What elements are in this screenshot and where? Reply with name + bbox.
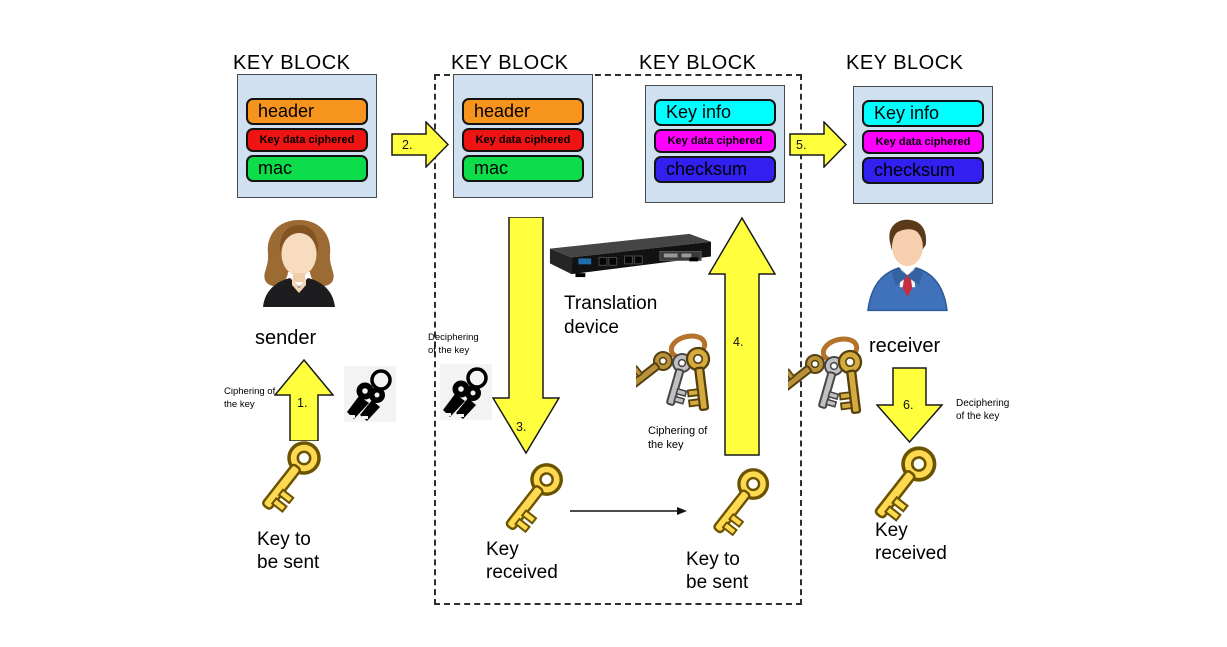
key-received-device-label: Key received [486, 539, 558, 583]
key-received-device-icon [496, 460, 570, 538]
translation-device-label: Translation device [564, 293, 658, 338]
key-received-receiver-label: Key received [875, 520, 947, 564]
key-block-row-key-data-ciphered: Key data ciphered [462, 128, 584, 152]
receiver-label: receiver [869, 335, 941, 357]
translation-device-image [549, 233, 712, 278]
receiver-avatar [867, 218, 948, 312]
step3-arrow-icon: 3. [492, 217, 560, 455]
key-block-row-checksum: checksum [654, 156, 776, 183]
step4-label: 4. [733, 335, 743, 349]
key-block-row-header: header [246, 98, 368, 125]
step6-label: 6. [903, 398, 913, 412]
key-block-row-key-data-ciphered: Key data ciphered [654, 129, 776, 153]
ciphering-device-note: Ciphering of the key [648, 425, 708, 451]
receiver-key-bunch-icon [788, 333, 872, 421]
step4-arrow-icon: 4. [708, 216, 776, 456]
key-block-3-title: KEY BLOCK [639, 52, 757, 74]
key-block-row-mac: mac [246, 155, 368, 182]
key-block-row-mac: mac [462, 155, 584, 182]
key-block-1: header Key data ciphered mac [237, 74, 377, 198]
deciphering-device-note: Deciphering of the key [428, 332, 479, 356]
key-block-1-title: KEY BLOCK [233, 52, 351, 74]
sender-avatar [263, 220, 335, 307]
step1-label: 1. [297, 396, 307, 410]
sender-keyring-icon [344, 366, 396, 422]
key-to-be-sent-device-label: Key to be sent [686, 549, 749, 593]
key-to-be-sent-label: Key to be sent [257, 529, 320, 573]
key-to-be-sent-device-icon [704, 465, 776, 541]
sender-label: sender [255, 327, 317, 349]
key-received-receiver-icon [864, 443, 944, 527]
key-to-be-sent-icon [252, 438, 328, 518]
step1-arrow-icon: 1. [274, 359, 334, 441]
key-block-row-key-info: Key info [654, 99, 776, 126]
key-block-4: Key info Key data ciphered checksum [853, 86, 993, 204]
key-block-row-checksum: checksum [862, 157, 984, 184]
step5-label: 5. [796, 138, 806, 152]
key-block-2: header Key data ciphered mac [453, 74, 593, 198]
step5-arrow-icon: 5. [789, 121, 847, 168]
step6-arrow-icon: 6. [876, 367, 944, 444]
key-block-row-key-info: Key info [862, 100, 984, 127]
key-block-2-title: KEY BLOCK [451, 52, 569, 74]
key-handoff-arrow-icon [570, 507, 687, 515]
step3-label: 3. [516, 420, 526, 434]
key-block-4-title: KEY BLOCK [846, 52, 964, 74]
step2-label: 2. [402, 138, 412, 152]
key-block-row-key-data-ciphered: Key data ciphered [862, 130, 984, 154]
key-block-3: Key info Key data ciphered checksum [645, 85, 785, 203]
deciphering-receiver-note: Deciphering of the key [956, 398, 1010, 422]
ciphering-sender-note: Ciphering of the key [224, 386, 276, 410]
key-block-row-key-data-ciphered: Key data ciphered [246, 128, 368, 152]
key-block-row-header: header [462, 98, 584, 125]
translation-device-boundary [434, 74, 802, 605]
step2-arrow-icon: 2. [391, 121, 449, 168]
device-keyring-icon [440, 364, 492, 420]
